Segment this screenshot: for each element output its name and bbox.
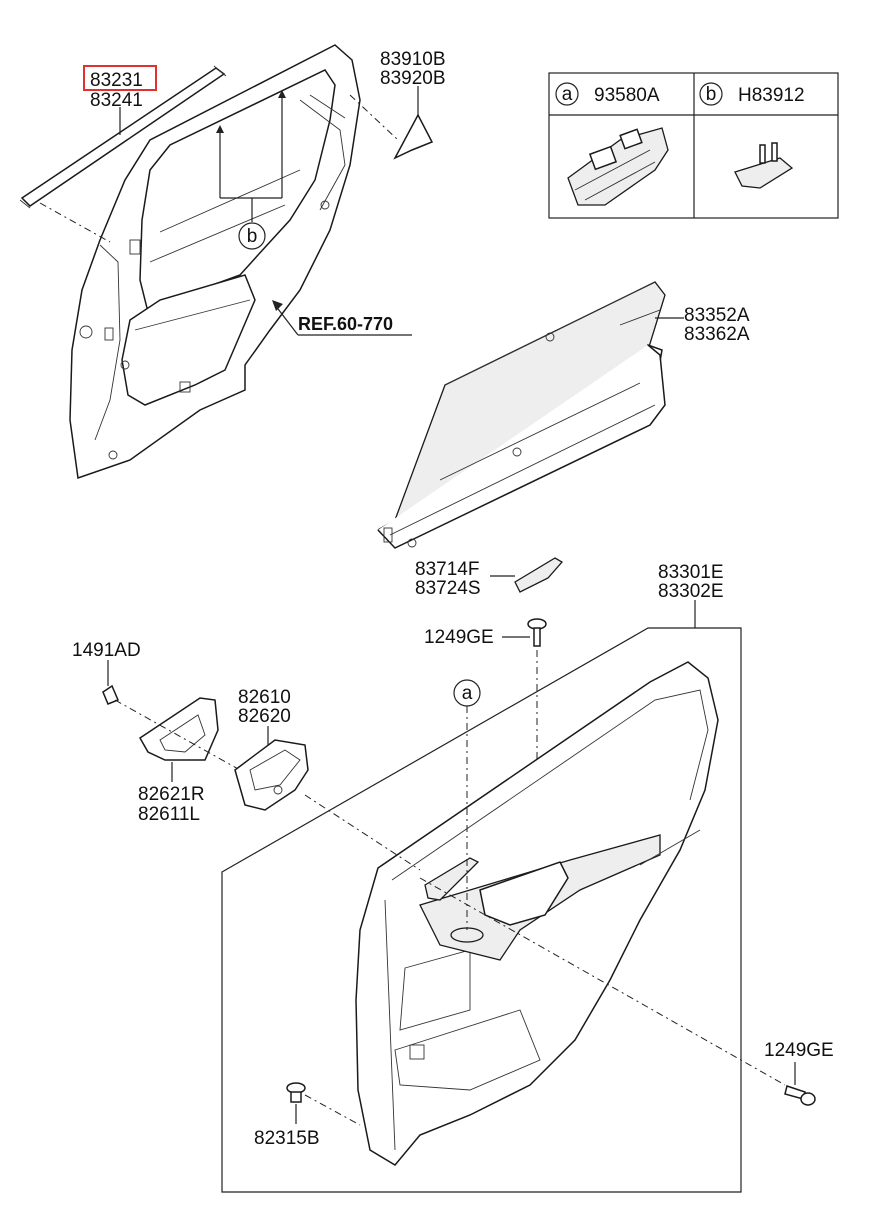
door-trim-box (221, 627, 742, 1193)
label-83714f: 83714F (415, 559, 479, 580)
trim-pad (514, 557, 564, 593)
label-82315b: 82315B (254, 1128, 320, 1149)
door-module-panel (377, 281, 666, 549)
label-83231: 83231 (90, 70, 143, 91)
legend-letter-a: a (562, 84, 573, 105)
label-83241: 83241 (90, 90, 143, 111)
legend-table: a 93580A b H83912 (548, 72, 839, 219)
window-switch-icon (567, 127, 669, 206)
label-ref: REF.60-770 (298, 314, 393, 334)
label-83920b: 83920B (380, 68, 446, 89)
corner-trim (393, 113, 434, 160)
fastener-82315b (286, 1082, 306, 1103)
label-82611l: 82611L (138, 804, 200, 825)
clip-icon (734, 142, 794, 189)
screw-top (527, 618, 547, 647)
label-83910b: 83910B (380, 49, 446, 70)
label-1249ge-top: 1249GE (424, 627, 494, 648)
label-83352a: 83352A (684, 305, 750, 326)
legend-part-b: H83912 (738, 85, 805, 106)
label-83362a: 83362A (684, 324, 750, 345)
callout-a: a (462, 683, 473, 704)
inside-handle (139, 697, 219, 761)
label-83302e: 83302E (658, 581, 724, 602)
label-82620: 82620 (238, 706, 291, 727)
callout-b: b (247, 226, 258, 247)
callout-b-circle (238, 222, 266, 250)
clip-1491ad (102, 684, 119, 705)
label-1249ge-bottom: 1249GE (764, 1040, 834, 1061)
legend-letter-b: b (706, 84, 717, 105)
label-1491ad: 1491AD (72, 640, 141, 661)
weatherstrip (19, 65, 227, 209)
door-latch (234, 739, 309, 811)
highlight-box (83, 65, 157, 91)
door-frame (69, 44, 361, 480)
label-83301e: 83301E (658, 562, 724, 583)
screw-bottom (784, 1085, 816, 1106)
label-82621r: 82621R (138, 784, 205, 805)
label-82610: 82610 (238, 687, 291, 708)
label-83724s: 83724S (415, 578, 481, 599)
legend-part-a: 93580A (594, 85, 660, 106)
door-trim-panel (355, 661, 719, 1166)
